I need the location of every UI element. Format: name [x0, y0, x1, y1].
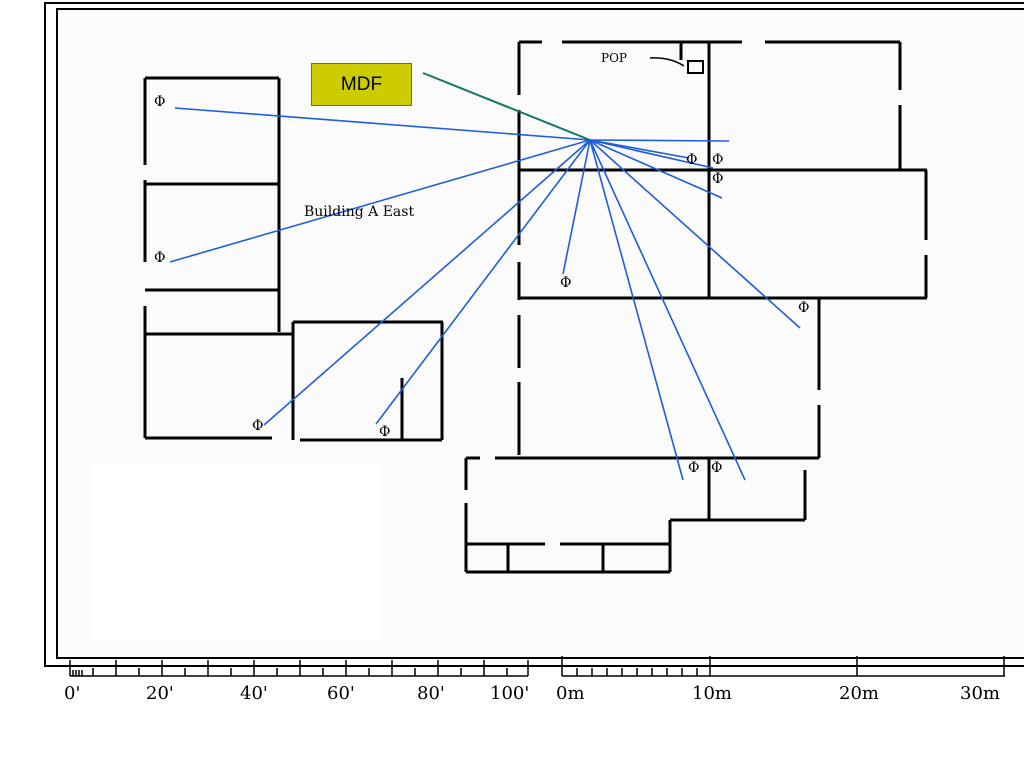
outlet-icon: Φ: [154, 94, 165, 110]
mdf-label-box: MDF: [311, 63, 412, 106]
walls: [143, 40, 928, 574]
imperial-scale-bar: [69, 660, 529, 677]
mdf-label: MDF: [340, 73, 383, 95]
outlet-icon: Φ: [560, 275, 571, 291]
scale-label: 60': [327, 683, 355, 704]
mdf-link: [422, 72, 591, 141]
outlet-icon: Φ: [252, 418, 263, 434]
scale-label: 30m: [960, 683, 1000, 704]
outlet-icon: Φ: [379, 424, 390, 440]
outlet-icon: Φ: [798, 300, 809, 316]
scale-label: 100': [490, 683, 529, 704]
pop-leader: [649, 57, 685, 67]
outlet-icon: Φ: [688, 460, 699, 476]
blank-area: [92, 462, 382, 642]
scale-label: 20m: [839, 683, 879, 704]
outlets: Φ Φ Φ Φ Φ Φ Φ Φ Φ Φ Φ: [154, 94, 809, 476]
scale-label: 10m: [692, 683, 732, 704]
building-label: Building A East: [304, 204, 414, 220]
outlet-icon: Φ: [686, 152, 697, 168]
metric-scale-bar: [561, 656, 1005, 677]
scale-label: 20': [146, 683, 174, 704]
outlet-icon: Φ: [712, 171, 723, 187]
cable-runs: [169, 107, 801, 481]
outlet-icon: Φ: [712, 152, 723, 168]
outlet-icon: Φ: [711, 460, 722, 476]
scale-label: 0m: [556, 683, 585, 704]
scale-label: 0': [64, 683, 80, 704]
scale-labels: 0' 20' 40' 60' 80' 100' 0m 10m 20m 30m: [64, 683, 1000, 704]
scale-label: 80': [417, 683, 445, 704]
outer-frame: [44, 2, 1024, 667]
pop-label: POP: [601, 51, 627, 65]
pop-box: [687, 60, 704, 74]
scale-label: 40': [240, 683, 268, 704]
outlet-icon: Φ: [154, 250, 165, 266]
